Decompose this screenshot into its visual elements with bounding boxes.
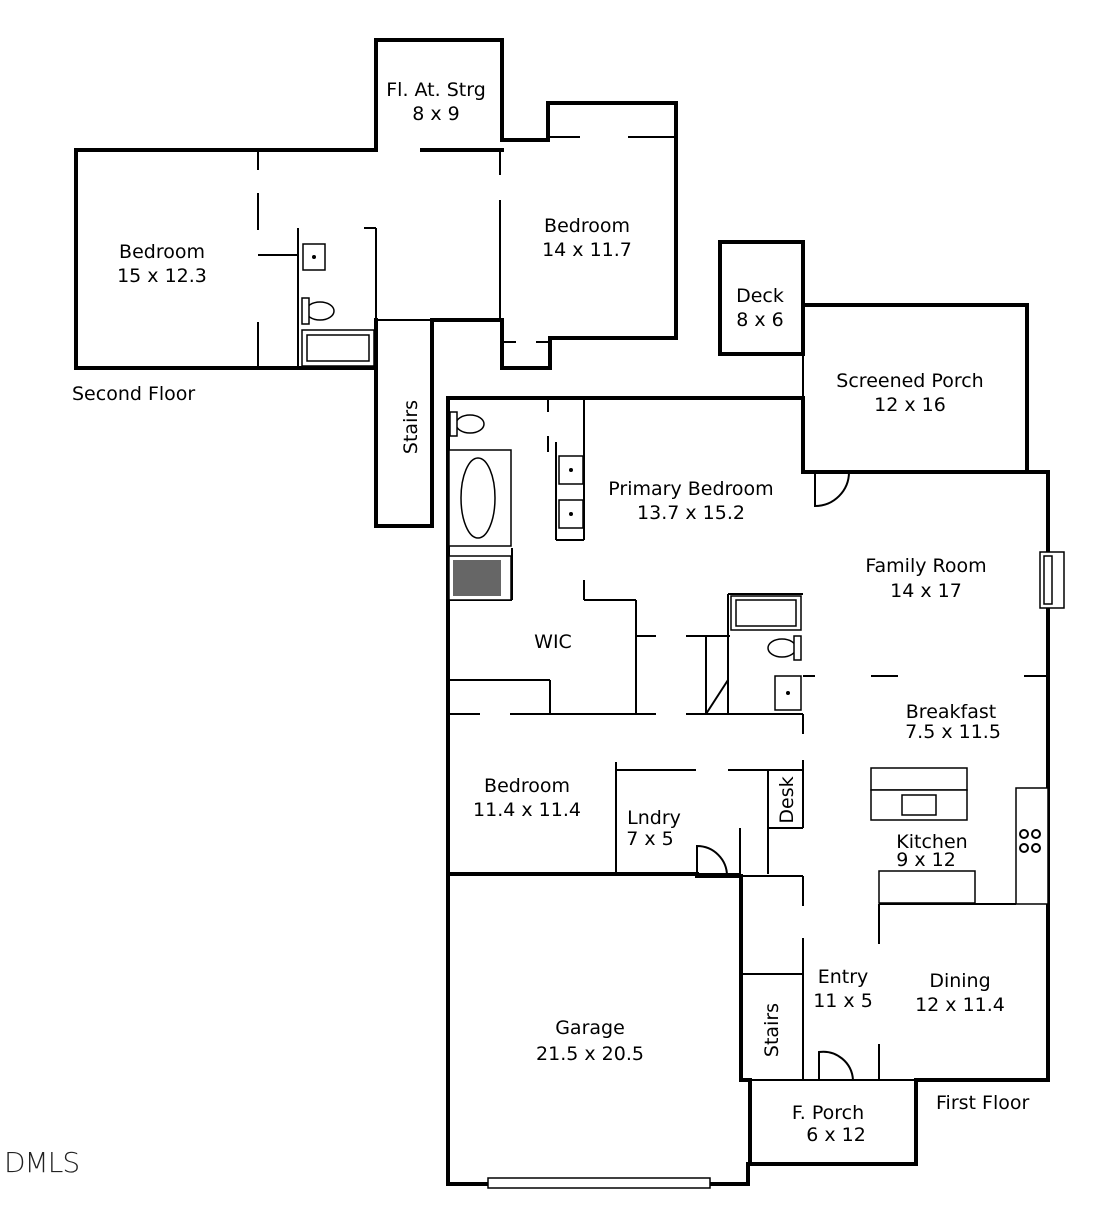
deck-name: Deck [736, 285, 784, 307]
bedroom-first-name: Bedroom [484, 775, 570, 797]
first-floor-partitions [448, 398, 1065, 1189]
primary-bedroom-dims: 13.7 x 15.2 [637, 502, 745, 524]
bedroom-upper-right-name: Bedroom [544, 215, 630, 237]
first-floor-label: First Floor [936, 1092, 1029, 1114]
desk-label: Desk [776, 776, 798, 823]
laundry-dims: 7 x 5 [626, 828, 674, 850]
door-swings [696, 471, 854, 1081]
screened-porch-name: Screened Porch [836, 370, 983, 392]
second-floor-partitions [257, 136, 676, 368]
deck-dims: 8 x 6 [736, 309, 784, 331]
second-floor-label: Second Floor [72, 383, 195, 405]
laundry-name: Lndry [627, 807, 681, 829]
storage-name: Fl. At. Strg [386, 79, 486, 101]
dining-dims: 12 x 11.4 [915, 994, 1005, 1016]
front-porch-name: F. Porch [792, 1102, 864, 1124]
stairs-lower-label: Stairs [761, 1003, 783, 1057]
storage-dims: 8 x 9 [412, 103, 460, 125]
wic-name: WIC [534, 631, 572, 653]
deck-porch-walls [718, 240, 1029, 474]
bedroom-first-dims: 11.4 x 11.4 [473, 799, 581, 821]
breakfast-dims: 7.5 x 11.5 [905, 721, 1001, 743]
stairs-upper-label: Stairs [400, 400, 422, 454]
entry-dims: 11 x 5 [813, 990, 873, 1012]
watermark-logo: DMLS [4, 1146, 79, 1179]
family-room-name: Family Room [865, 555, 986, 577]
front-porch-dims: 6 x 12 [806, 1124, 866, 1146]
family-room-dims: 14 x 17 [890, 580, 962, 602]
dining-name: Dining [929, 970, 990, 992]
kitchen-name: Kitchen [896, 831, 967, 853]
kitchen-dims: 9 x 12 [896, 849, 956, 871]
screened-porch-dims: 12 x 16 [874, 394, 946, 416]
bedroom-upper-left-dims: 15 x 12.3 [117, 265, 207, 287]
bedroom-upper-left-name: Bedroom [119, 241, 205, 263]
breakfast-name: Breakfast [906, 701, 996, 723]
garage-name: Garage [555, 1017, 625, 1039]
primary-bedroom-name: Primary Bedroom [608, 478, 773, 500]
entry-name: Entry [818, 966, 869, 988]
garage-dims: 21.5 x 20.5 [536, 1043, 644, 1065]
second-floor-walls [74, 38, 678, 528]
bedroom-upper-right-dims: 14 x 11.7 [542, 239, 632, 261]
